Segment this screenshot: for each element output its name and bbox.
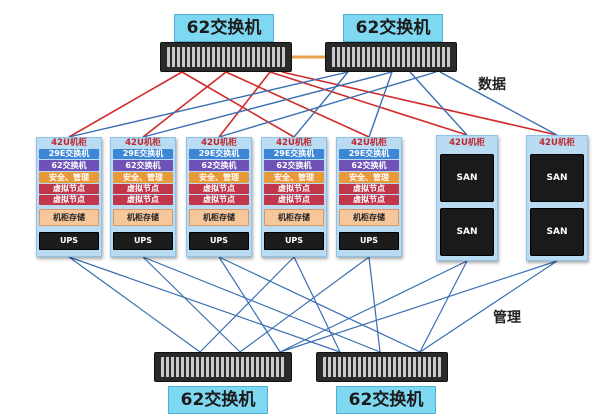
mgmt-link <box>218 256 421 353</box>
rack-slot-ups: UPS <box>339 232 399 250</box>
rack-slot-switch-29e: 29E交换机 <box>189 149 249 159</box>
data-link-secondary <box>68 71 349 138</box>
rack-slot-security: 安全、管理 <box>189 172 249 183</box>
data-link-secondary <box>439 71 558 136</box>
rack-slot-virtual-node: 虚拟节点 <box>339 184 399 194</box>
san-unit: SAN <box>530 154 584 202</box>
san-unit: SAN <box>440 154 494 202</box>
rack-slot-virtual-node: 虚拟节点 <box>264 195 324 205</box>
rack-slot-virtual-node: 虚拟节点 <box>113 184 173 194</box>
data-link <box>142 71 227 138</box>
data-link <box>218 71 271 138</box>
data-link-secondary <box>142 71 393 138</box>
rack-slot-switch-62: 62交换机 <box>189 160 249 171</box>
rack-slot-switch-29e: 29E交换机 <box>264 149 324 159</box>
mgmt-link <box>142 256 381 353</box>
rack-slot-storage: 机柜存储 <box>113 209 173 226</box>
bottom-switch-1-label: 62交换机 <box>168 386 268 414</box>
management-network-label: 管理 <box>493 310 521 326</box>
top-switch-1 <box>160 42 292 72</box>
rack-title: 42U机柜 <box>539 138 575 148</box>
rack-slot-security: 安全、管理 <box>113 172 173 183</box>
rack-title: 42U机柜 <box>351 138 387 148</box>
rack-slot-virtual-node: 虚拟节点 <box>39 195 99 205</box>
switch-ports <box>332 47 450 67</box>
rack-slot-switch-29e: 29E交换机 <box>113 149 173 159</box>
mgmt-link <box>199 256 295 353</box>
rack-title: 42U机柜 <box>201 138 237 148</box>
bottom-switch-1 <box>154 352 292 382</box>
compute-rack-1: 42U机柜 29E交换机 62交换机 安全、管理 虚拟节点 虚拟节点 机柜存储 … <box>36 137 102 257</box>
bottom-switch-2 <box>316 352 448 382</box>
rack-slot-ups: UPS <box>189 232 249 250</box>
rack-slot-virtual-node: 虚拟节点 <box>39 184 99 194</box>
mgmt-link <box>68 256 201 353</box>
mgmt-link <box>279 260 558 353</box>
mgmt-link <box>218 256 281 353</box>
compute-rack-5: 42U机柜 29E交换机 62交换机 安全、管理 虚拟节点 虚拟节点 机柜存储 … <box>336 137 402 257</box>
rack-slot-virtual-node: 虚拟节点 <box>189 184 249 194</box>
rack-slot-storage: 机柜存储 <box>189 209 249 226</box>
mgmt-link <box>239 256 370 353</box>
rack-slot-security: 安全、管理 <box>339 172 399 183</box>
rack-slot-switch-62: 62交换机 <box>39 160 99 171</box>
rack-slot-security: 安全、管理 <box>39 172 99 183</box>
rack-slot-virtual-node: 虚拟节点 <box>339 195 399 205</box>
data-link <box>225 71 370 138</box>
mgmt-link <box>293 256 341 353</box>
rack-title: 42U机柜 <box>276 138 312 148</box>
rack-slot-switch-62: 62交换机 <box>264 160 324 171</box>
top-switch-2-label: 62交换机 <box>343 14 443 42</box>
data-network-label: 数据 <box>478 77 506 93</box>
data-link <box>181 71 295 138</box>
rack-title: 42U机柜 <box>125 138 161 148</box>
compute-rack-2: 42U机柜 29E交换机 62交换机 安全、管理 虚拟节点 虚拟节点 机柜存储 … <box>110 137 176 257</box>
data-link-secondary <box>218 71 437 138</box>
rack-slot-virtual-node: 虚拟节点 <box>189 195 249 205</box>
rack-slot-storage: 机柜存储 <box>39 209 99 226</box>
data-link <box>68 71 183 138</box>
rack-slot-storage: 机柜存储 <box>339 209 399 226</box>
mgmt-link <box>419 260 558 353</box>
data-link-secondary <box>293 71 349 138</box>
rack-slot-switch-29e: 29E交换机 <box>39 149 99 159</box>
rack-slot-virtual-node: 虚拟节点 <box>264 184 324 194</box>
rack-slot-switch-29e: 29E交换机 <box>339 149 399 159</box>
mgmt-link <box>279 260 468 353</box>
data-link-secondary <box>368 71 393 138</box>
rack-title: 42U机柜 <box>449 138 485 148</box>
bottom-switch-2-label: 62交换机 <box>336 386 436 414</box>
rack-slot-switch-62: 62交换机 <box>339 160 399 171</box>
san-unit: SAN <box>530 208 584 256</box>
compute-rack-4: 42U机柜 29E交换机 62交换机 安全、管理 虚拟节点 虚拟节点 机柜存储 … <box>261 137 327 257</box>
mgmt-link <box>142 256 241 353</box>
rack-slot-security: 安全、管理 <box>264 172 324 183</box>
data-link <box>269 71 468 136</box>
rack-slot-virtual-node: 虚拟节点 <box>113 195 173 205</box>
switch-ports <box>323 357 441 377</box>
rack-slot-switch-62: 62交换机 <box>113 160 173 171</box>
mgmt-link <box>368 256 381 353</box>
top-switch-1-label: 62交换机 <box>174 14 274 42</box>
mgmt-link <box>419 260 468 353</box>
compute-rack-3: 42U机柜 29E交换机 62交换机 安全、管理 虚拟节点 虚拟节点 机柜存储 … <box>186 137 252 257</box>
top-switch-2 <box>325 42 457 72</box>
rack-title: 42U机柜 <box>51 138 87 148</box>
data-link-secondary <box>409 71 468 136</box>
mgmt-link <box>68 256 341 353</box>
rack-slot-ups: UPS <box>39 232 99 250</box>
rack-slot-ups: UPS <box>113 232 173 250</box>
san-rack-1: 42U机柜 SAN SAN <box>436 135 498 261</box>
rack-slot-ups: UPS <box>264 232 324 250</box>
san-rack-2: 42U机柜 SAN SAN <box>526 135 588 261</box>
san-unit: SAN <box>440 208 494 256</box>
switch-ports <box>167 47 285 67</box>
rack-slot-storage: 机柜存储 <box>264 209 324 226</box>
switch-ports <box>161 357 285 377</box>
data-link <box>281 71 558 136</box>
